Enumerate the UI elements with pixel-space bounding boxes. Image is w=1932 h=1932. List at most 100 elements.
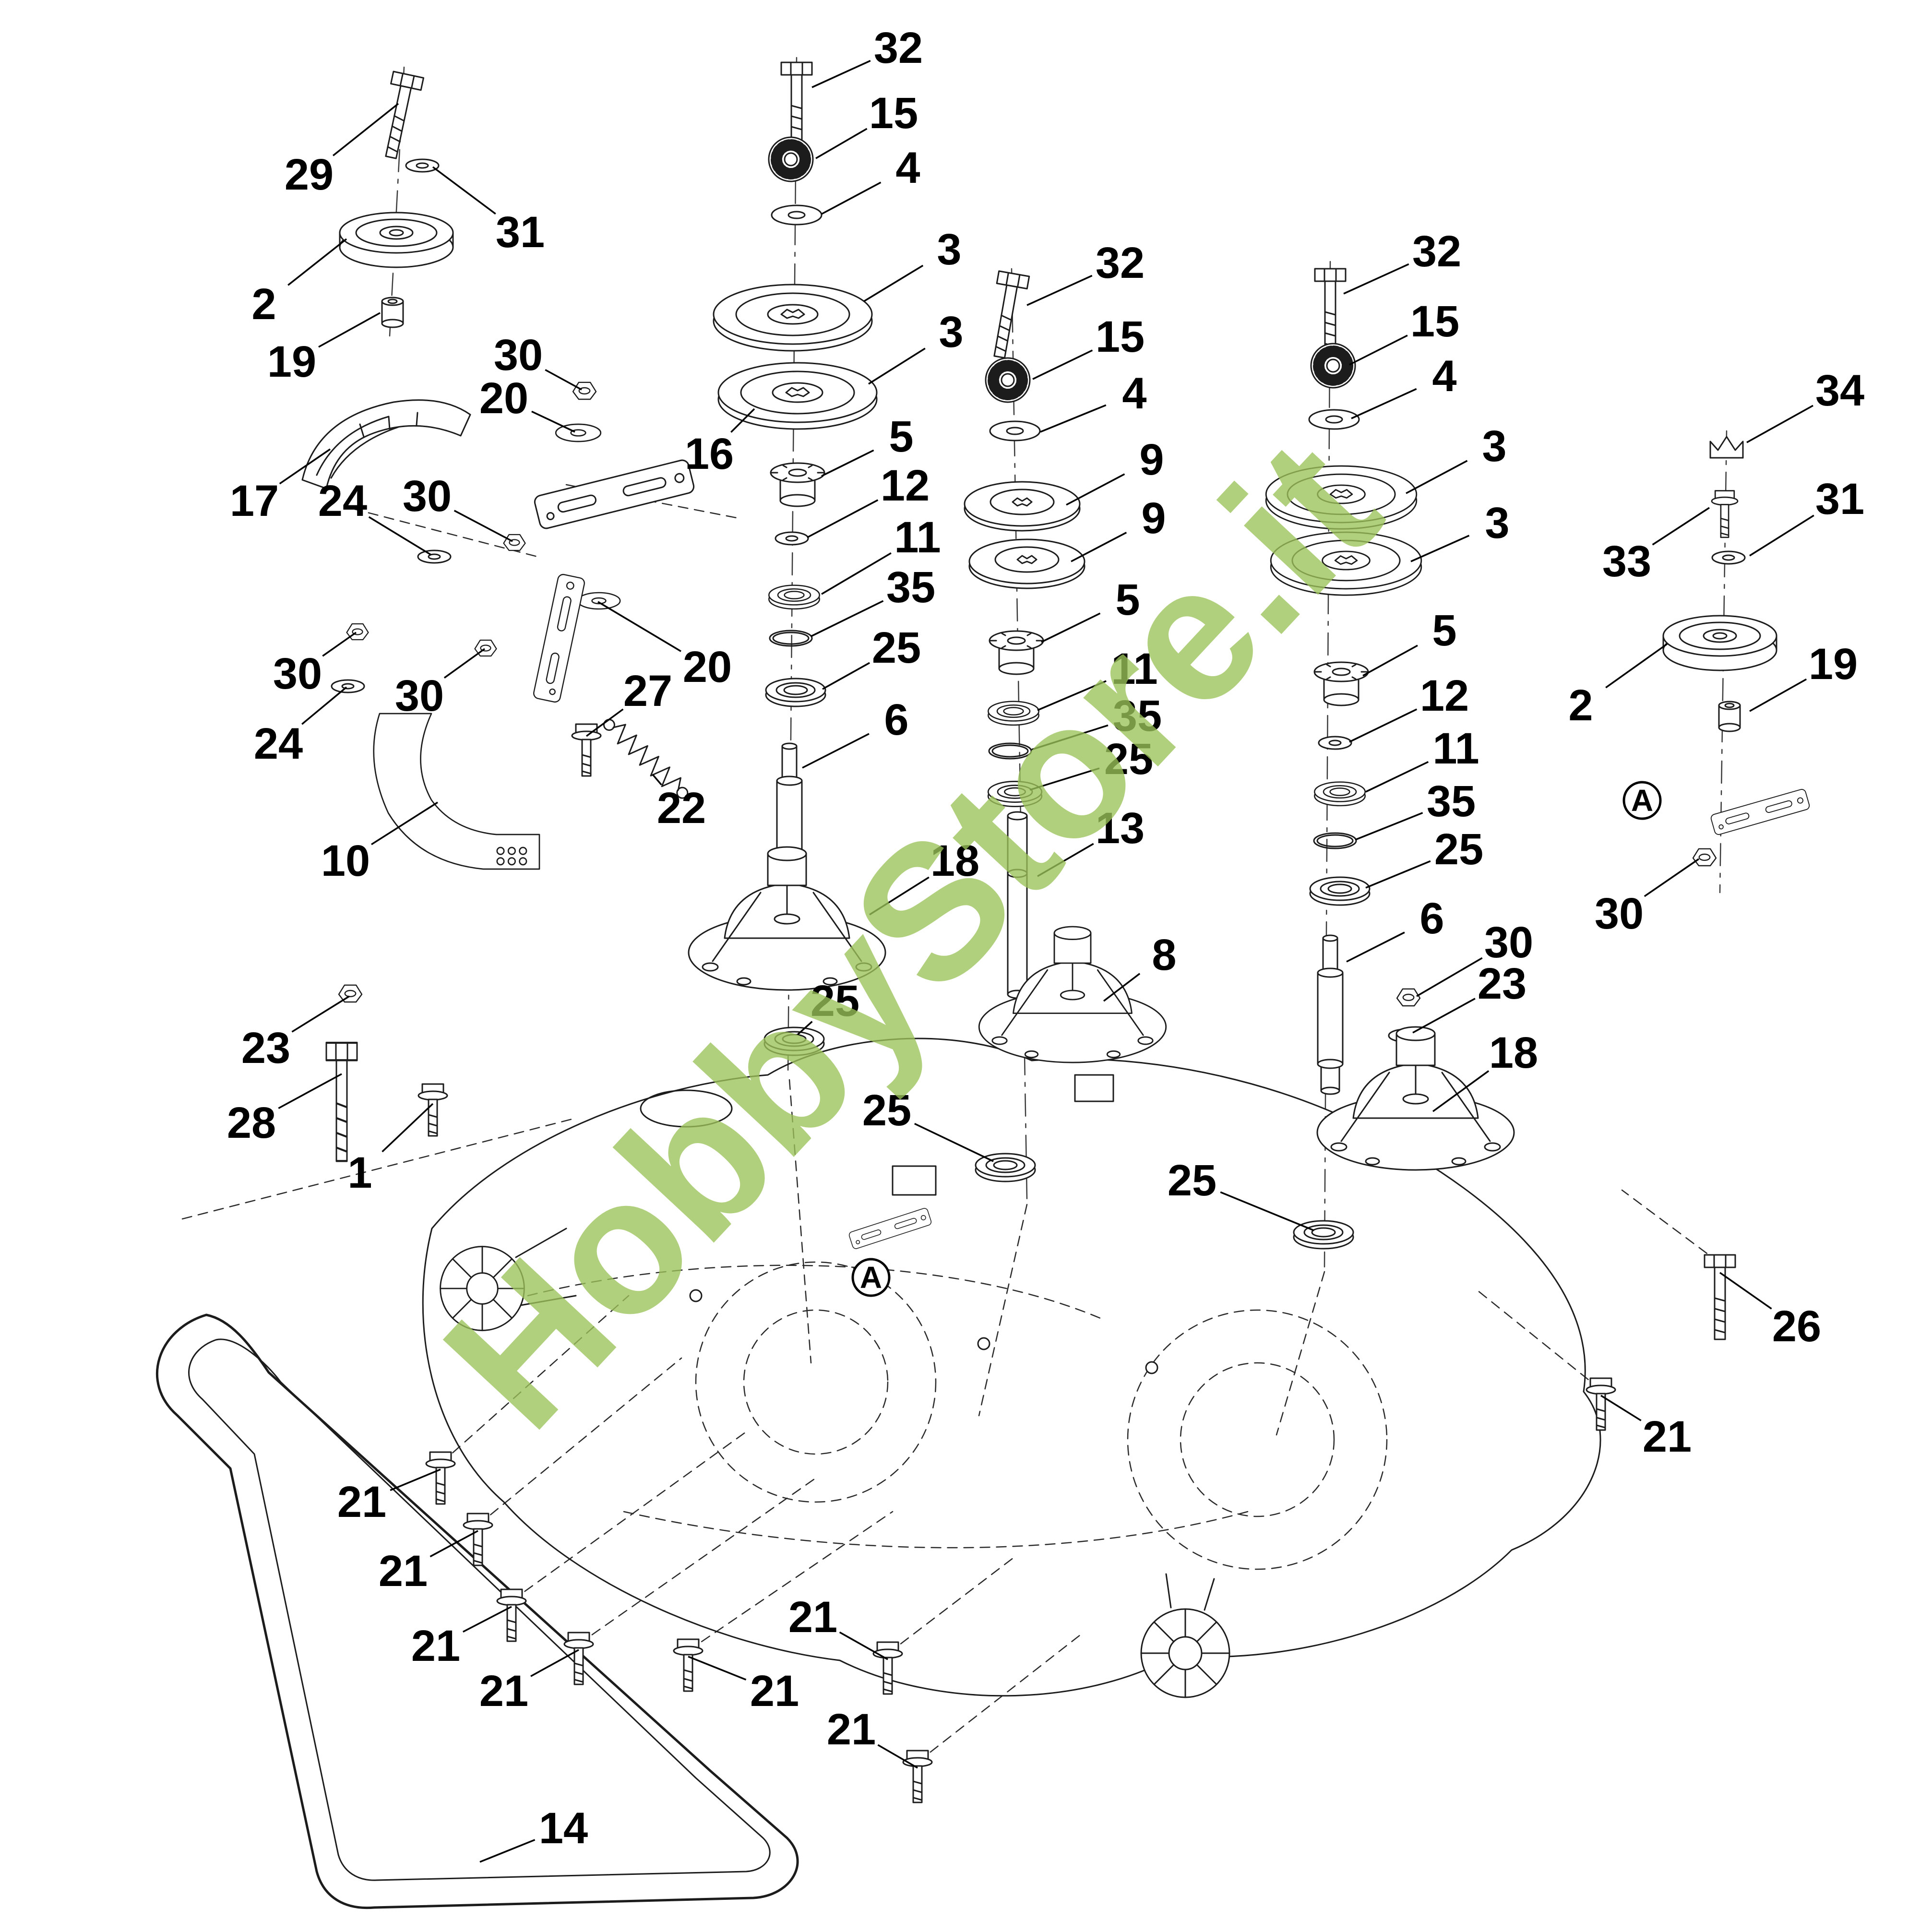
leader-line xyxy=(1037,843,1094,877)
deck-plate-a xyxy=(847,1207,933,1250)
part-number-label: 25 xyxy=(811,977,859,1026)
part-callout: 1 xyxy=(347,1103,434,1197)
part-callout: 15 xyxy=(1032,312,1145,380)
part-number-label: 35 xyxy=(1427,777,1476,826)
leader-line xyxy=(1652,507,1710,546)
part-number-label: 4 xyxy=(1122,369,1146,418)
part-number-label: 21 xyxy=(827,1705,876,1754)
part-number-label: 32 xyxy=(1096,239,1145,287)
part-callout: 4 xyxy=(821,143,920,215)
bolt-21-drawing xyxy=(425,1451,456,1505)
part-callout: 25 xyxy=(822,623,921,690)
leader-line xyxy=(1029,767,1100,791)
bolt-1-drawing xyxy=(417,1083,448,1137)
part-number-label: 4 xyxy=(895,143,920,192)
part-number-label: 13 xyxy=(1096,804,1145,853)
part-number-label: 3 xyxy=(939,308,963,357)
part-number-label: 22 xyxy=(657,784,706,833)
part-number-label: 8 xyxy=(1152,930,1176,979)
leader-line xyxy=(869,876,930,916)
leader-line xyxy=(301,686,347,725)
part-callout: 19 xyxy=(267,312,381,386)
part-callout: 21 xyxy=(379,1530,478,1596)
part-callout: 16 xyxy=(685,408,755,478)
leader-line xyxy=(585,708,624,737)
part-number-label: 18 xyxy=(1489,1028,1538,1077)
part-callout: 25 xyxy=(862,1086,994,1162)
leader-line xyxy=(371,801,438,846)
washer-4-drawing xyxy=(1308,409,1360,430)
part-number-label: 21 xyxy=(337,1478,386,1527)
part-number-label: 2 xyxy=(1568,681,1593,730)
part-callout: 30 xyxy=(403,472,513,542)
deck-wheel-right xyxy=(1140,1608,1230,1698)
part-callout: 30 xyxy=(395,648,486,720)
part-number-label: 16 xyxy=(685,429,734,478)
part-number-label: 4 xyxy=(1432,352,1456,401)
washer-11-drawing xyxy=(768,584,820,610)
part-callout: 11 xyxy=(1037,644,1158,711)
part-number-label: 19 xyxy=(1809,640,1858,689)
part-callout: 30 xyxy=(494,331,582,391)
part-number-label: 20 xyxy=(479,374,528,423)
nut-30-drawing xyxy=(572,382,597,400)
part-callout: 27 xyxy=(585,667,672,737)
washer-24-drawing xyxy=(417,549,452,564)
part-number-label: 26 xyxy=(1772,1302,1821,1351)
part-number-label: 24 xyxy=(254,719,303,768)
leader-line xyxy=(1406,460,1468,494)
leader-line xyxy=(914,1123,994,1162)
part-callout: 5 xyxy=(821,412,914,477)
leader-line xyxy=(863,264,924,302)
part-callout: 34 xyxy=(1746,366,1864,443)
part-number-label: 3 xyxy=(1485,499,1509,548)
part-number-label: 21 xyxy=(411,1622,460,1670)
part-number-label: 35 xyxy=(1113,692,1162,740)
part-callout: 19 xyxy=(1749,640,1858,712)
part-number-label: 17 xyxy=(230,477,279,525)
part-callout: 15 xyxy=(1349,297,1459,366)
leader-line xyxy=(390,1468,441,1491)
part-callout: 23 xyxy=(241,995,350,1073)
leader-line xyxy=(877,1744,918,1769)
part-number-label: 25 xyxy=(872,623,921,672)
ring-12-drawing xyxy=(775,531,809,546)
part-number-label: 24 xyxy=(318,477,367,525)
markers-layer: AA xyxy=(851,781,1662,1297)
part-callout: 35 xyxy=(1355,777,1476,841)
part-callout: 12 xyxy=(1349,671,1469,743)
part-number-label: 30 xyxy=(395,671,444,720)
leader-line xyxy=(443,648,486,679)
part-callout: 2 xyxy=(251,238,347,329)
leader-line xyxy=(811,60,871,88)
leader-line xyxy=(802,733,870,769)
leader-line xyxy=(1071,532,1127,562)
part-number-label: 30 xyxy=(273,649,322,698)
part-number-label: 21 xyxy=(1643,1412,1692,1461)
part-callout: 6 xyxy=(1346,894,1444,963)
leader-line xyxy=(1066,473,1125,506)
part-callout: 17 xyxy=(230,448,331,525)
leader-line xyxy=(479,1839,536,1863)
part-number-label: 23 xyxy=(1478,959,1527,1008)
leader-line xyxy=(1355,812,1423,841)
leader-line xyxy=(318,312,381,348)
part-number-label: 11 xyxy=(1432,724,1479,773)
part-callout: 31 xyxy=(1749,475,1864,557)
shaft-6-drawing xyxy=(1317,934,1344,1095)
part-callout: 25 xyxy=(1029,735,1153,791)
part-number-label: 5 xyxy=(1432,606,1456,655)
leader-line xyxy=(797,1021,813,1036)
leader-line xyxy=(1041,612,1101,643)
nut-30-drawing xyxy=(503,534,526,551)
washer-4-drawing xyxy=(989,420,1041,441)
leader-line xyxy=(1351,388,1417,419)
part-callout: 5 xyxy=(1362,606,1457,677)
leader-line xyxy=(279,448,331,485)
part-number-label: 19 xyxy=(267,337,316,386)
part-callout: 21 xyxy=(1600,1395,1692,1461)
part-callout: 14 xyxy=(479,1804,588,1863)
bolt-32-drawing xyxy=(1314,268,1347,354)
part-number-label: 35 xyxy=(886,563,935,612)
part-number-label: 20 xyxy=(683,643,732,692)
